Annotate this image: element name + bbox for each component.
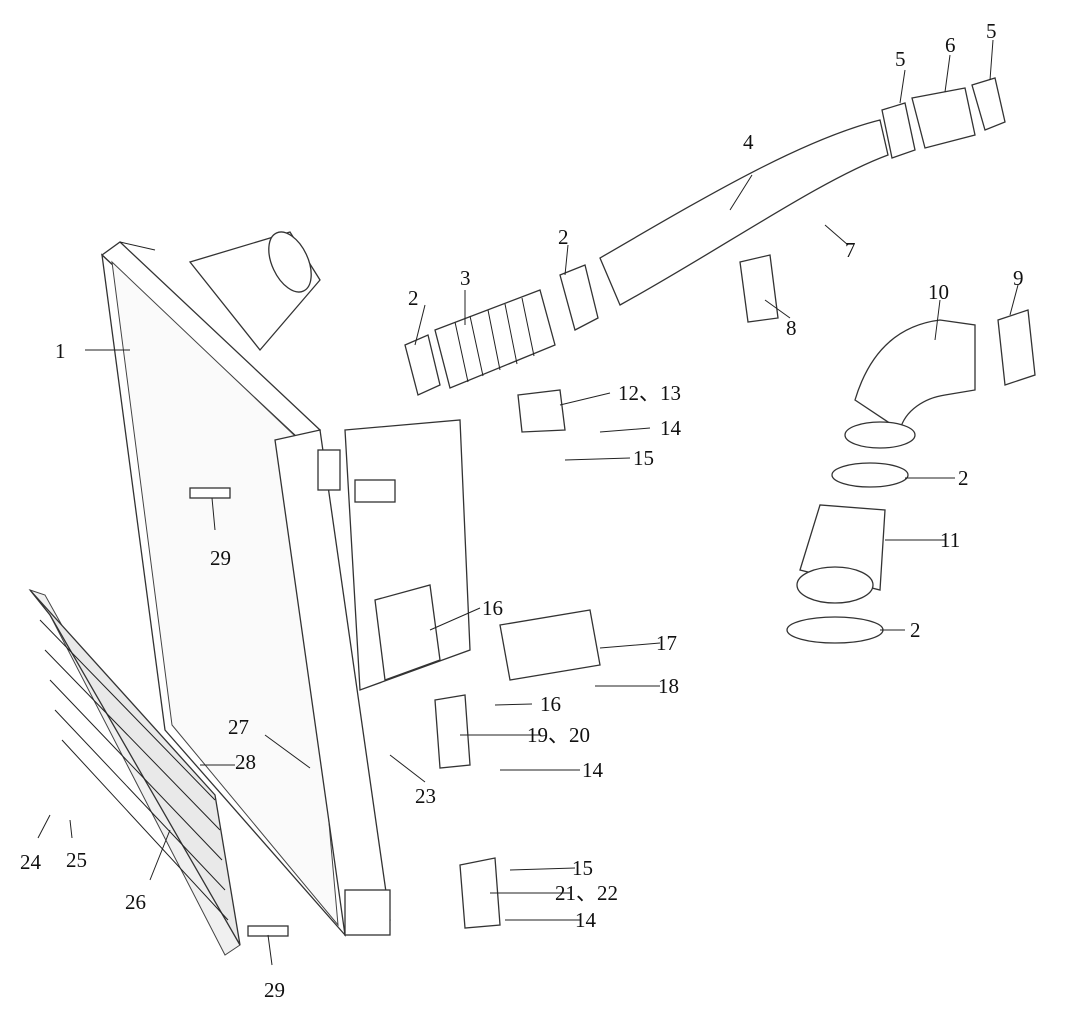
label-15: 15 bbox=[572, 856, 593, 880]
label-29: 29 bbox=[264, 978, 285, 1002]
intercooler-core bbox=[100, 231, 471, 937]
label-15: 15 bbox=[633, 446, 654, 470]
label-26: 26 bbox=[125, 890, 146, 914]
label-27: 27 bbox=[228, 715, 249, 739]
label-1: 1 bbox=[55, 339, 66, 363]
label-16: 16 bbox=[482, 596, 503, 620]
part-labels: 1 2 3 2 4 5 6 5 7 8 9 10 12、13 14 15 2 1… bbox=[20, 19, 1024, 1002]
leader-lines bbox=[37, 39, 1019, 966]
label-5: 5 bbox=[895, 47, 906, 71]
label-14: 14 bbox=[582, 758, 604, 782]
label-4: 4 bbox=[743, 130, 754, 154]
label-12-13: 12、13 bbox=[618, 381, 681, 405]
label-14: 14 bbox=[660, 416, 682, 440]
label-29: 29 bbox=[210, 546, 231, 570]
label-11: 11 bbox=[940, 528, 960, 552]
label-14: 14 bbox=[575, 908, 597, 932]
label-28: 28 bbox=[235, 750, 256, 774]
label-21-22: 21、22 bbox=[555, 881, 618, 905]
label-19-20: 19、20 bbox=[527, 723, 590, 747]
label-8: 8 bbox=[786, 316, 797, 340]
label-16: 16 bbox=[540, 692, 561, 716]
label-3: 3 bbox=[460, 266, 471, 290]
label-18: 18 bbox=[658, 674, 679, 698]
label-17: 17 bbox=[656, 631, 677, 655]
label-23: 23 bbox=[415, 784, 436, 808]
label-25: 25 bbox=[66, 848, 87, 872]
label-5: 5 bbox=[986, 19, 997, 43]
hoses-and-clamps bbox=[189, 77, 1036, 937]
label-9: 9 bbox=[1013, 266, 1024, 290]
label-24: 24 bbox=[20, 850, 42, 874]
label-2: 2 bbox=[958, 466, 969, 490]
label-2: 2 bbox=[910, 618, 921, 642]
label-7: 7 bbox=[845, 238, 856, 262]
label-10: 10 bbox=[928, 280, 949, 304]
label-6: 6 bbox=[945, 33, 956, 57]
label-2: 2 bbox=[408, 286, 419, 310]
label-2: 2 bbox=[558, 225, 569, 249]
grille-panel bbox=[28, 588, 241, 956]
